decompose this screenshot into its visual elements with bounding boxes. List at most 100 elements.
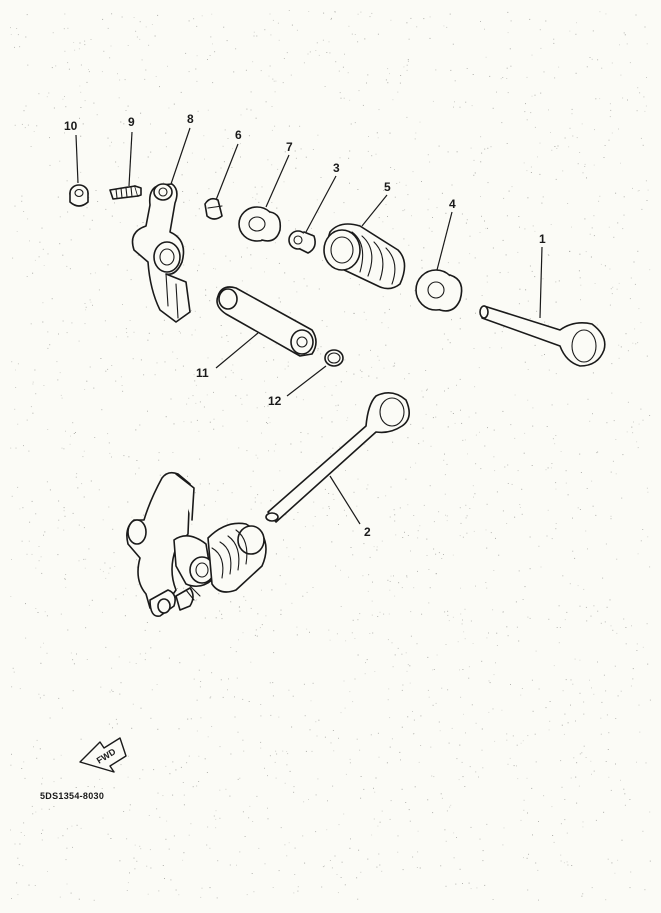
speckle-dot bbox=[231, 492, 233, 494]
speckle-dot bbox=[137, 584, 139, 586]
speckle-dot bbox=[143, 514, 145, 516]
speckle-dot bbox=[392, 666, 394, 668]
speckle-dot bbox=[576, 762, 578, 764]
speckle-dot bbox=[331, 541, 333, 543]
speckle-dot bbox=[261, 589, 262, 591]
speckle-dot bbox=[277, 376, 278, 378]
speckle-dot bbox=[367, 590, 369, 592]
speckle-dot bbox=[574, 658, 576, 660]
speckle-dot bbox=[343, 680, 345, 682]
speckle-dot bbox=[486, 587, 488, 589]
speckle-dot bbox=[361, 377, 363, 378]
speckle-dot bbox=[77, 487, 79, 489]
speckle-dot bbox=[286, 751, 288, 752]
speckle-dot bbox=[316, 199, 318, 201]
speckle-dot bbox=[195, 402, 197, 404]
speckle-dot bbox=[455, 883, 457, 885]
speckle-dot bbox=[367, 150, 369, 152]
speckle-dot bbox=[41, 783, 43, 785]
speckle-dot bbox=[464, 786, 466, 787]
speckle-dot bbox=[524, 586, 526, 588]
speckle-dot bbox=[223, 26, 225, 28]
speckle-dot bbox=[597, 661, 598, 663]
speckle-dot bbox=[376, 866, 378, 868]
speckle-dot bbox=[200, 681, 202, 682]
speckle-dot bbox=[366, 659, 368, 661]
speckle-dot bbox=[453, 857, 455, 859]
speckle-dot bbox=[436, 654, 438, 656]
speckle-dot bbox=[551, 404, 553, 406]
speckle-dot bbox=[242, 811, 244, 813]
speckle-dot bbox=[378, 217, 380, 219]
speckle-dot bbox=[369, 633, 371, 634]
speckle-dot bbox=[367, 858, 369, 860]
speckle-dot bbox=[61, 447, 63, 449]
speckle-dot bbox=[19, 508, 21, 510]
speckle-dot bbox=[612, 629, 614, 631]
speckle-dot bbox=[387, 579, 389, 581]
speckle-dot bbox=[438, 721, 440, 723]
speckle-dot bbox=[252, 821, 254, 822]
speckle-dot bbox=[287, 365, 289, 367]
speckle-dot bbox=[176, 358, 178, 360]
speckle-dot bbox=[538, 545, 540, 547]
speckle-dot bbox=[407, 504, 409, 506]
speckle-dot bbox=[594, 283, 596, 284]
speckle-dot bbox=[371, 12, 373, 14]
speckle-dot bbox=[139, 38, 141, 40]
speckle-dot bbox=[579, 152, 581, 153]
speckle-dot bbox=[496, 645, 498, 646]
speckle-dot bbox=[44, 531, 46, 533]
speckle-dot bbox=[510, 684, 511, 685]
speckle-dot bbox=[46, 96, 48, 98]
speckle-dot bbox=[264, 406, 265, 408]
speckle-dot bbox=[351, 632, 353, 634]
speckle-dot bbox=[397, 91, 399, 93]
speckle-dot bbox=[273, 652, 275, 654]
speckle-dot bbox=[12, 667, 14, 669]
speckle-dot bbox=[492, 247, 494, 249]
speckle-dot bbox=[252, 61, 254, 63]
speckle-dot bbox=[445, 514, 446, 516]
speckle-dot bbox=[359, 369, 361, 371]
speckle-dot bbox=[576, 802, 578, 804]
speckle-dot bbox=[36, 125, 38, 127]
speckle-dot bbox=[207, 59, 208, 60]
speckle-dot bbox=[419, 867, 421, 869]
speckle-dot bbox=[73, 127, 75, 129]
speckle-dot bbox=[580, 299, 581, 301]
speckle-dot bbox=[256, 635, 258, 637]
speckle-dot bbox=[272, 78, 274, 80]
speckle-dot bbox=[129, 661, 131, 663]
leader-4 bbox=[436, 211, 453, 271]
speckle-dot bbox=[363, 543, 365, 545]
speckle-dot bbox=[267, 807, 268, 809]
speckle-dot bbox=[414, 786, 416, 788]
speckle-dot bbox=[90, 480, 92, 482]
speckle-dot bbox=[460, 409, 461, 411]
speckle-dot bbox=[238, 639, 239, 641]
speckle-dot bbox=[394, 595, 396, 597]
speckle-dot bbox=[365, 319, 367, 321]
speckle-dot bbox=[155, 76, 157, 77]
speckle-dot bbox=[460, 613, 462, 615]
speckle-dot bbox=[395, 534, 397, 536]
speckle-dot bbox=[583, 588, 585, 590]
speckle-dot bbox=[11, 753, 12, 755]
speckle-dot bbox=[272, 695, 274, 697]
speckle-dot bbox=[331, 867, 333, 869]
speckle-dot bbox=[632, 342, 634, 344]
speckle-dot bbox=[484, 884, 486, 886]
speckle-dot bbox=[74, 49, 76, 51]
speckle-dot bbox=[222, 483, 224, 485]
speckle-dot bbox=[346, 420, 348, 421]
speckle-dot bbox=[260, 747, 262, 749]
speckle-dot bbox=[389, 589, 391, 591]
speckle-dot bbox=[409, 682, 411, 684]
speckle-dot bbox=[40, 662, 42, 664]
part-8-rocker-arm bbox=[131, 183, 191, 323]
speckle-dot bbox=[136, 460, 138, 461]
speckle-dot bbox=[640, 408, 642, 410]
speckle-dot bbox=[441, 687, 443, 689]
speckle-dot bbox=[12, 257, 14, 259]
